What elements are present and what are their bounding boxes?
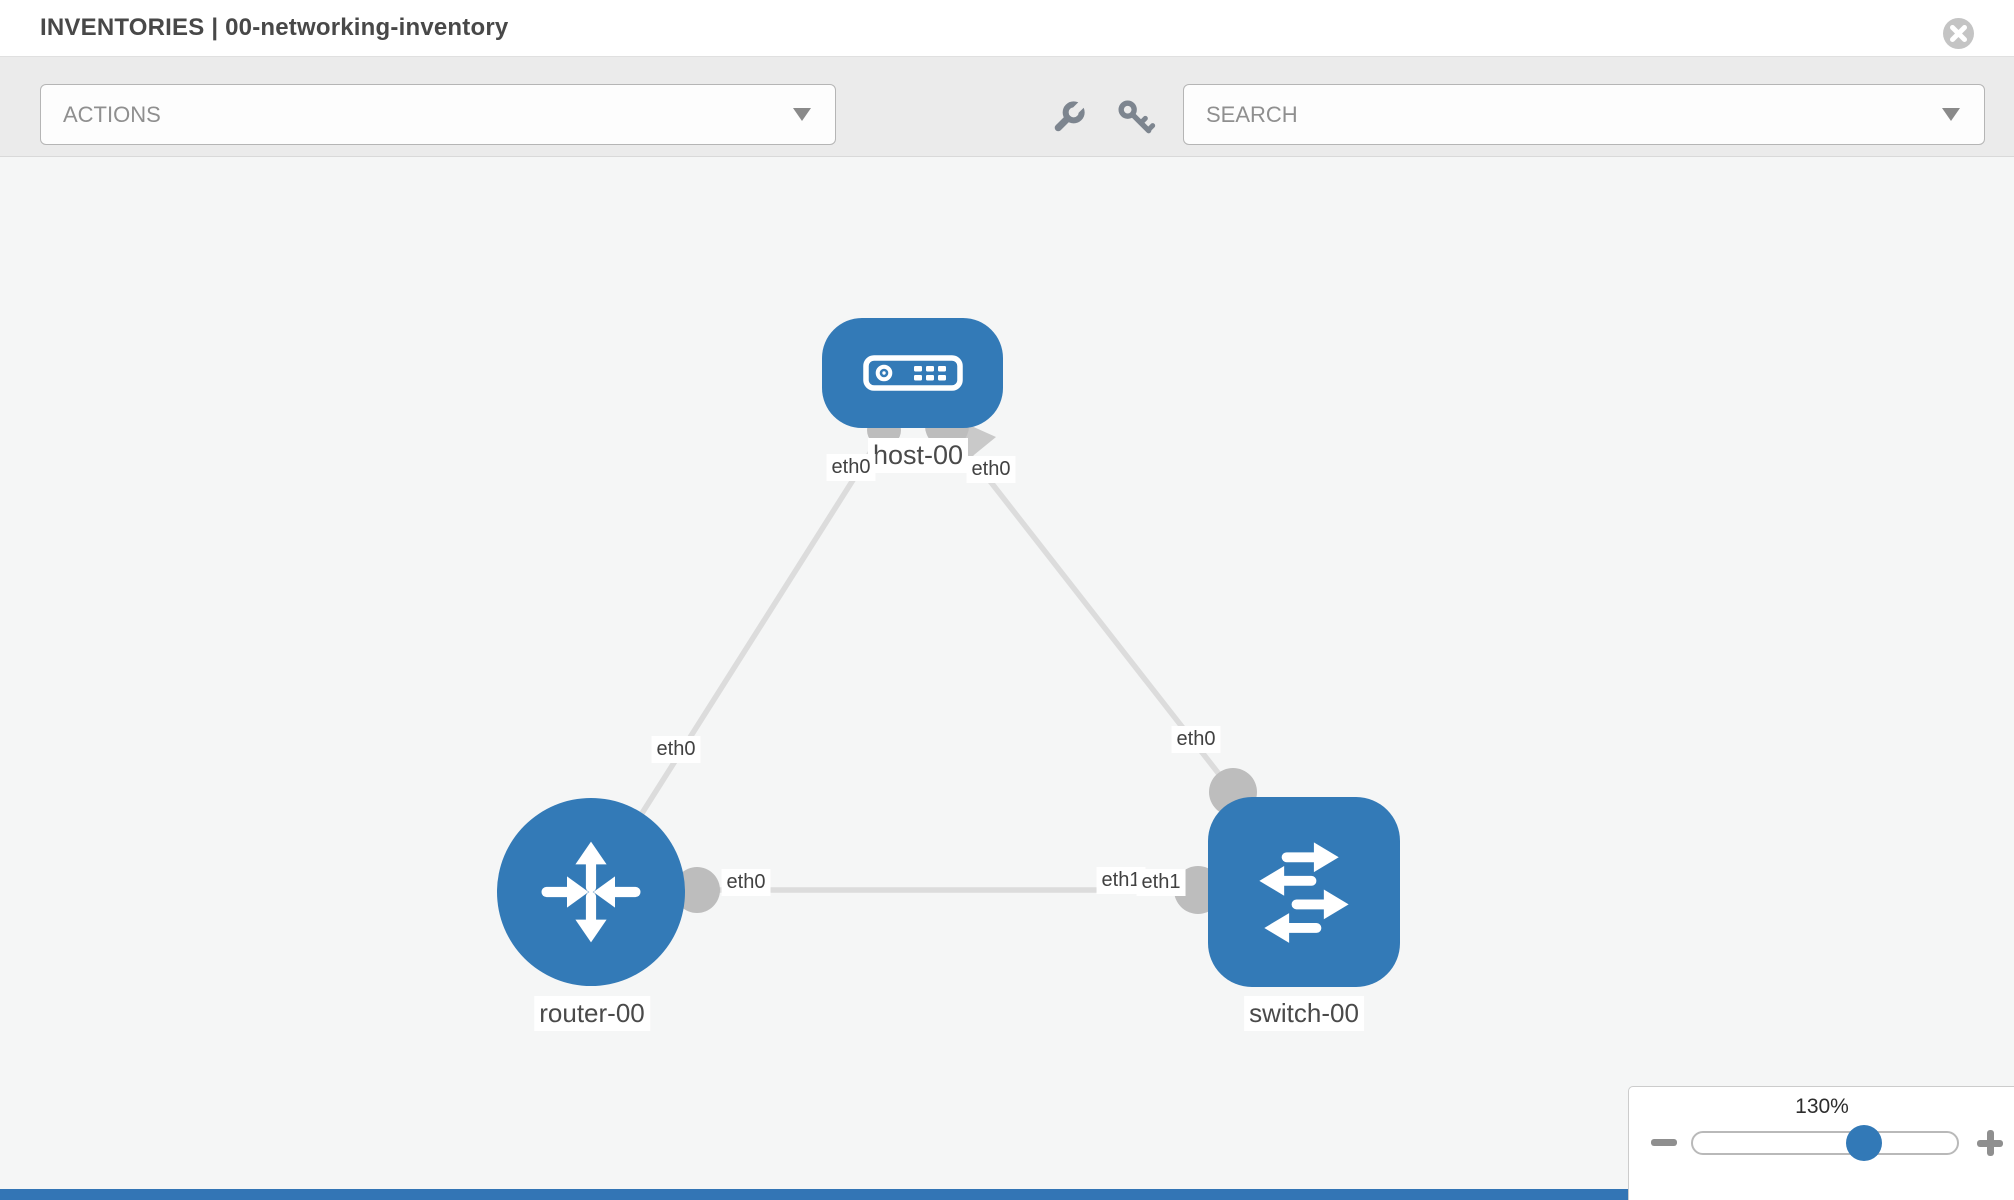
topology-canvas[interactable]	[0, 158, 2014, 1200]
key-button[interactable]	[1116, 98, 1156, 138]
actions-dropdown-label: ACTIONS	[63, 101, 161, 127]
interface-label: eth0	[721, 869, 771, 896]
node-label-router: router-00	[534, 996, 650, 1031]
actions-dropdown[interactable]: ACTIONS	[40, 84, 836, 145]
node-switch-00[interactable]	[1208, 797, 1400, 987]
router-icon	[541, 841, 641, 943]
tools-button[interactable]	[1048, 98, 1088, 138]
interface-label: eth0	[966, 456, 1016, 483]
switch-icon	[1259, 842, 1349, 943]
interface-label: eth1	[1136, 869, 1186, 896]
close-button[interactable]	[1943, 18, 1974, 49]
zoom-control-panel: 130%	[1628, 1086, 2014, 1200]
zoom-out-button[interactable]	[1651, 1139, 1677, 1146]
key-icon	[1118, 100, 1156, 134]
interface-label: eth0	[1171, 726, 1221, 753]
node-host-00[interactable]	[822, 318, 1003, 428]
page-title: INVENTORIES | 00-networking-inventory	[40, 14, 509, 41]
wrench-icon	[1054, 101, 1085, 132]
caret-down-icon	[1942, 108, 1960, 121]
node-label-switch: switch-00	[1244, 996, 1364, 1031]
host-icon	[862, 355, 963, 391]
node-router-00[interactable]	[497, 798, 685, 986]
header-bar: INVENTORIES | 00-networking-inventory	[0, 0, 2014, 57]
interface-label: eth0	[826, 454, 876, 481]
zoom-slider-track[interactable]	[1691, 1131, 1959, 1155]
search-input[interactable]	[1184, 85, 1942, 144]
zoom-slider-handle[interactable]	[1846, 1125, 1882, 1161]
close-icon	[1943, 18, 1974, 49]
toolbar: ACTIONS	[0, 57, 2014, 157]
zoom-level-label: 130%	[1795, 1095, 1849, 1118]
search-dropdown[interactable]	[1183, 84, 1985, 145]
zoom-in-button[interactable]	[1977, 1130, 2003, 1156]
footer-bar	[0, 1189, 1628, 1200]
interface-label: eth0	[651, 736, 701, 763]
caret-down-icon	[793, 108, 811, 121]
node-label-host: host-00	[867, 438, 969, 473]
